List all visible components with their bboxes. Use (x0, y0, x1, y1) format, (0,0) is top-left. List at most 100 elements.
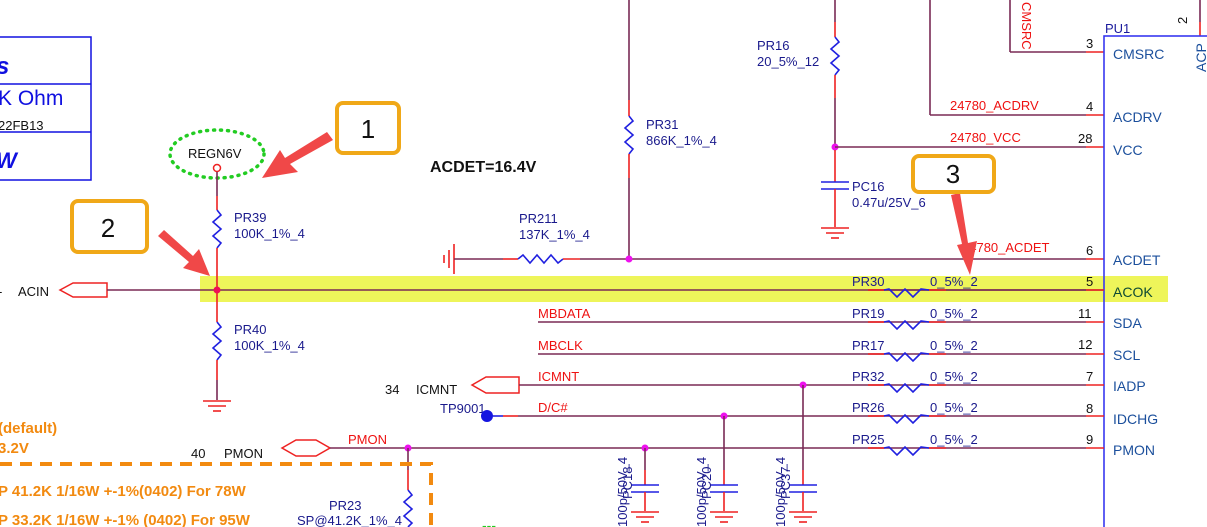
pin-name-pmon: PMON (1113, 442, 1155, 458)
acdet-junction (625, 255, 633, 263)
green-fragment: --- (482, 517, 496, 527)
acdet-net-label: 24780_ACDET (962, 240, 1049, 255)
pr211-resistor-symbol (517, 253, 564, 265)
capacitor-value: 100p/50V_4 (773, 457, 788, 527)
capacitor-ref: PC20 (699, 466, 714, 499)
dc-net-label: D/C# (538, 400, 568, 415)
series-resistor-value: 0_5%_2 (930, 274, 978, 289)
pin-name-idchg: IDCHG (1113, 411, 1158, 427)
pmon-port-number: 40 (191, 446, 205, 461)
mbdata-net-label: MBDATA (538, 306, 591, 321)
pin-number: 28 (1078, 131, 1092, 146)
resistor-symbol (883, 319, 930, 331)
pc16-value: 0.47u/25V_6 (852, 195, 926, 210)
series-resistor-ref: PR19 (852, 306, 885, 321)
acp-pin-name: ACP (1193, 43, 1207, 72)
regn6v-terminal (212, 163, 222, 173)
capacitor-ref: PC37 (778, 466, 793, 499)
pr40-value: 100K_1%_4 (234, 338, 305, 353)
title-row1: s (0, 53, 9, 80)
series-resistor-ref: PR26 (852, 400, 885, 415)
pin-number: 7 (1086, 369, 1093, 384)
pin-number: 3 (1086, 36, 1093, 51)
pin-name-acdet: ACDET (1113, 252, 1161, 268)
pmon-port-icon (280, 439, 332, 457)
callout-3: 3 (911, 154, 996, 275)
capacitor-value: 100p/50V_4 (694, 457, 709, 527)
note-default: (default) (0, 420, 57, 437)
pin-name-sda: SDA (1113, 315, 1142, 331)
series-resistor-value: 0_5%_2 (930, 400, 978, 415)
acin-junction (213, 286, 221, 294)
pin-number: 11 (1078, 306, 1092, 321)
callout-2: 2 (70, 199, 210, 276)
title-row3: W (0, 148, 19, 173)
series-resistor-ref: PR30 (852, 274, 885, 289)
pr211-ref: PR211 (519, 211, 558, 226)
acdrv-net-label: 24780_ACDRV (950, 98, 1039, 113)
regn6v-label: REGN6V (188, 146, 242, 161)
pc16-ref: PC16 (852, 179, 885, 194)
pin-name-acok: ACOK (1113, 284, 1153, 300)
callout-2-label: 2 (101, 213, 115, 243)
pin-name-iadp: IADP (1113, 378, 1146, 394)
callout-arrow-2 (158, 230, 210, 276)
pin-name-vcc: VCC (1113, 142, 1143, 158)
pr16-ref: PR16 (757, 38, 790, 53)
mbclk-net-label: MBCLK (538, 338, 583, 353)
pr39-ref: PR39 (234, 210, 267, 225)
pmon-net-label: PMON (348, 432, 387, 447)
ground-icon (443, 244, 455, 274)
capacitor-value: 100p/50V_4 (615, 457, 630, 527)
title-block: s K Ohm 22FB13 W (0, 36, 92, 181)
pr31-ref: PR31 (646, 117, 679, 132)
icmnt-net-label: ICMNT (538, 369, 579, 384)
acdet-annotation: ACDET=16.4V (430, 159, 537, 176)
ground-icon (710, 511, 738, 523)
pr23-value: SP@41.2K_1%_4 (297, 513, 402, 527)
callout-arrow-3 (951, 193, 977, 275)
acin-pin-marker: - (0, 284, 2, 299)
ic-ref: PU1 (1105, 21, 1130, 36)
pr31-resistor-symbol (623, 115, 635, 155)
title-row2-sub: 22FB13 (0, 118, 44, 133)
acok-highlight (200, 276, 1168, 302)
pin-number: 8 (1086, 401, 1093, 416)
pin-name-acdrv: ACDRV (1113, 109, 1162, 125)
acp-pin-number: 2 (1175, 17, 1190, 24)
pr23-resistor-symbol (402, 489, 414, 527)
title-row2: K Ohm (0, 87, 63, 110)
icmnt-port-number: 34 (385, 382, 399, 397)
series-resistor-value: 0_5%_2 (930, 369, 978, 384)
note-95w: P 33.2K 1/16W +-1% (0402) For 95W (0, 512, 251, 527)
pr40-ref: PR40 (234, 322, 267, 337)
series-resistor-pr26: PR26 0_5%_2 (852, 400, 1104, 425)
ground-icon (631, 511, 659, 523)
pr16-value: 20_5%_12 (757, 54, 819, 69)
tp9001-testpoint[interactable] (481, 410, 493, 422)
cmsrc-net-label: CMSRC (1019, 2, 1034, 50)
series-resistor-value: 0_5%_2 (930, 306, 978, 321)
pin-number: 12 (1078, 337, 1092, 352)
note-78w: P 41.2K 1/16W +-1%(0402) For 78W (0, 483, 247, 500)
series-resistor-pr19: PR19 0_5%_2 (852, 306, 1104, 331)
pin-number: 9 (1086, 432, 1093, 447)
series-resistor-ref: PR25 (852, 432, 885, 447)
ground-icon (203, 400, 231, 412)
pr31-value: 866K_1%_4 (646, 133, 717, 148)
pin-number: 4 (1086, 99, 1093, 114)
pr39-resistor-symbol (211, 209, 223, 249)
option-region-border (0, 462, 433, 527)
capacitor-ref: PC18 (620, 466, 635, 499)
vcc-net-label: 24780_VCC (950, 130, 1021, 145)
pc16-capacitor-symbol (821, 181, 849, 190)
ground-icon (821, 227, 849, 239)
resistor-symbol (883, 287, 930, 299)
pr16-resistor-symbol (829, 36, 841, 76)
